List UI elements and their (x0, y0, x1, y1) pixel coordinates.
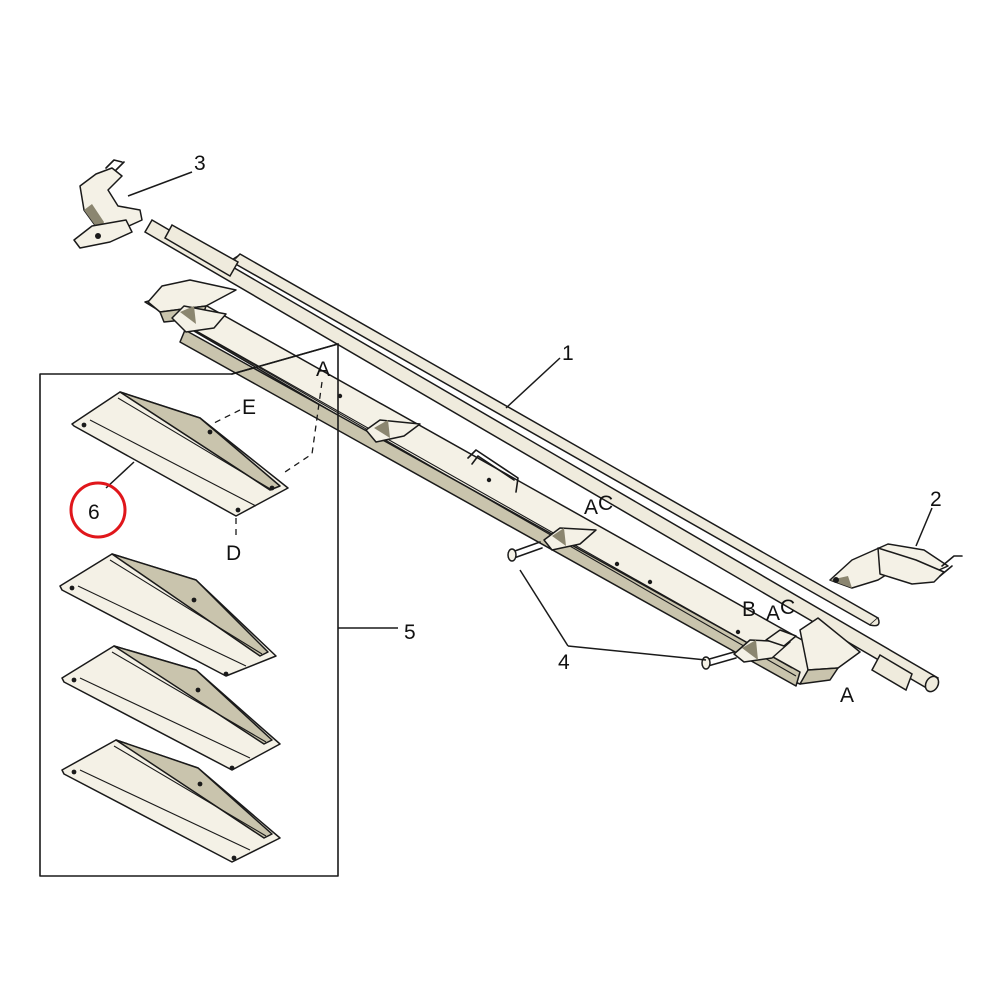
ref-letter-a-bottom: A (840, 684, 854, 707)
knife-guards (171, 305, 797, 663)
callout-3: 3 (194, 152, 206, 175)
ref-letter-a-top: A (316, 358, 330, 381)
ref-letter-c-upper: C (598, 492, 613, 515)
callout-6: 6 (88, 501, 100, 524)
highlight-circle (69, 481, 127, 539)
ref-letter-c-lower: C (780, 596, 795, 619)
left-bracket (73, 159, 143, 249)
pins (507, 541, 737, 670)
reference-dashes (211, 381, 323, 540)
ref-letter-a-lower-mid: A (766, 602, 780, 625)
drive-shaft (143, 218, 940, 693)
ref-letter-e: E (242, 396, 256, 419)
knife-section-1 (71, 391, 289, 517)
cutter-bar (144, 279, 861, 687)
ref-letter-a-upper-mid: A (584, 496, 598, 519)
ref-letter-b: B (742, 598, 756, 621)
callout-4: 4 (558, 651, 570, 674)
callout-1: 1 (562, 342, 574, 365)
knife-kit-box (39, 343, 339, 877)
right-bracket (829, 543, 963, 589)
main-rod (230, 253, 880, 627)
knife-section-4 (61, 739, 281, 863)
callout-5: 5 (404, 621, 416, 644)
knife-section-3 (61, 645, 281, 771)
knife-section-2 (59, 553, 277, 677)
callout-2: 2 (930, 488, 942, 511)
ref-letter-d: D (226, 542, 241, 565)
leader-lines (105, 171, 933, 661)
